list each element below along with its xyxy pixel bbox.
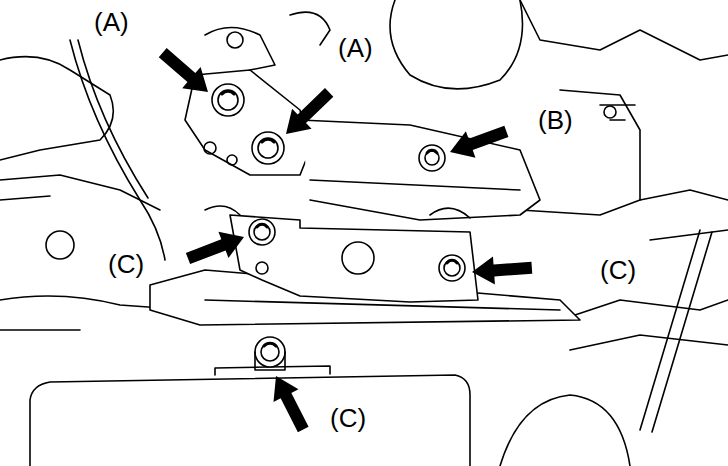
callout-letter: (C) [106,250,146,278]
left-bracket [0,175,160,210]
bracket-hole [227,155,237,165]
bolt [439,255,465,281]
callout-letter: (A) [336,34,375,62]
plate-hole [256,262,268,274]
left-fitting [46,231,74,259]
callout-letter: (C) [328,404,368,432]
plate-hole [342,242,374,274]
bolt [252,132,284,164]
callout-letter: (C) [598,256,638,284]
cable [78,40,148,198]
mount-edge [310,180,520,190]
detail-line [600,105,635,120]
bolt [419,145,445,171]
engine-edge [520,0,728,60]
callout-letter: (A) [92,8,131,36]
detail-circle [604,106,616,118]
rod [640,230,712,432]
crossmember-edge [205,300,560,310]
right-pipe [640,190,728,240]
round-part [500,395,630,466]
bracket-plate [230,215,478,302]
callout-arrow [471,254,533,286]
bolt [255,337,285,370]
callout-arrow [445,118,511,165]
left-part [0,57,113,160]
callout-letter: (B) [536,106,575,134]
bolt [249,219,275,245]
bracket-top [205,28,275,71]
callout-arrow [183,224,249,272]
callout-arrow [264,370,316,436]
cable [70,40,165,260]
bolt [212,84,244,116]
bracket-hole [227,32,243,48]
bracket-hole [204,142,216,154]
callout-arrow [154,42,218,102]
plate-tab [205,206,470,218]
callout-arrow [276,82,339,144]
upper-clip [290,12,330,45]
engine-housing [390,0,523,89]
lower-block [30,375,470,466]
right-part [560,300,728,350]
